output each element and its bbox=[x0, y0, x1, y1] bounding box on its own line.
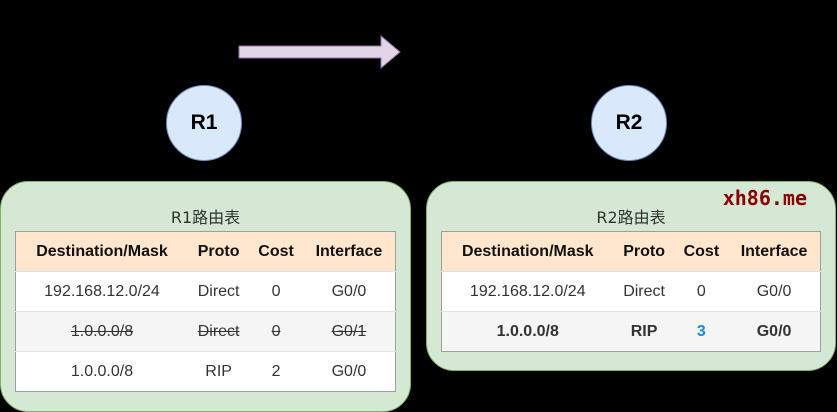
cell-destination: 192.168.12.0/24 bbox=[15, 271, 188, 312]
router-r1-label: R1 bbox=[190, 111, 218, 134]
r1-routing-table: Destination/Mask Proto Cost Interface 19… bbox=[15, 231, 396, 392]
cell-cost: 0 bbox=[249, 311, 303, 352]
cell-destination: 1.0.0.0/8 bbox=[15, 311, 188, 352]
cell-interface: G0/0 bbox=[728, 311, 821, 352]
cell-cost: 0 bbox=[249, 271, 303, 312]
cell-destination: 192.168.12.0/24 bbox=[441, 271, 614, 312]
cell-proto: Direct bbox=[187, 271, 250, 312]
header-proto: Proto bbox=[613, 231, 675, 272]
cell-cost: 0 bbox=[674, 271, 729, 312]
r1-routing-table-panel: R1路由表 Destination/Mask Proto Cost Interf… bbox=[0, 181, 411, 412]
table-row-updated: 1.0.0.0/8 RIP 3 G0/0 bbox=[441, 311, 821, 352]
header-interface: Interface bbox=[728, 231, 821, 272]
header-cost: Cost bbox=[674, 231, 729, 272]
cell-interface: G0/0 bbox=[302, 351, 396, 392]
table-row: 192.168.12.0/24 Direct 0 G0/0 bbox=[15, 271, 396, 312]
cell-proto: RIP bbox=[613, 311, 675, 352]
cell-interface: G0/0 bbox=[302, 271, 396, 312]
cell-interface: G0/1 bbox=[302, 311, 396, 352]
header-destination: Destination/Mask bbox=[441, 231, 614, 272]
table-row-removed: 1.0.0.0/8 Direct 0 G0/1 bbox=[15, 311, 396, 352]
table-header-row: Destination/Mask Proto Cost Interface bbox=[441, 231, 821, 272]
cell-cost-highlighted: 3 bbox=[674, 311, 729, 352]
router-r1: R1 bbox=[166, 85, 242, 161]
watermark: xh86.me bbox=[722, 186, 807, 210]
header-interface: Interface bbox=[302, 231, 396, 272]
table-row: 192.168.12.0/24 Direct 0 G0/0 bbox=[441, 271, 821, 312]
cell-destination: 1.0.0.0/8 bbox=[15, 351, 188, 392]
cell-cost: 2 bbox=[249, 351, 303, 392]
table-row: 1.0.0.0/8 RIP 2 G0/0 bbox=[15, 351, 396, 392]
header-cost: Cost bbox=[249, 231, 303, 272]
r2-routing-table-title: R2路由表 bbox=[596, 208, 666, 227]
router-r2: R2 bbox=[591, 85, 667, 161]
cell-interface: G0/0 bbox=[728, 271, 821, 312]
r2-routing-table-panel: xh86.me R2路由表 Destination/Mask Proto Cos… bbox=[426, 181, 836, 371]
header-proto: Proto bbox=[187, 231, 250, 272]
cell-proto: RIP bbox=[187, 351, 250, 392]
r2-routing-table: Destination/Mask Proto Cost Interface 19… bbox=[441, 231, 821, 352]
header-destination: Destination/Mask bbox=[15, 231, 188, 272]
cell-proto: Direct bbox=[187, 311, 250, 352]
update-direction-arrow bbox=[238, 34, 401, 70]
cell-proto: Direct bbox=[613, 271, 675, 312]
router-r2-label: R2 bbox=[615, 111, 643, 134]
cell-destination: 1.0.0.0/8 bbox=[441, 311, 614, 352]
table-header-row: Destination/Mask Proto Cost Interface bbox=[15, 231, 396, 272]
r1-routing-table-title: R1路由表 bbox=[170, 208, 241, 227]
